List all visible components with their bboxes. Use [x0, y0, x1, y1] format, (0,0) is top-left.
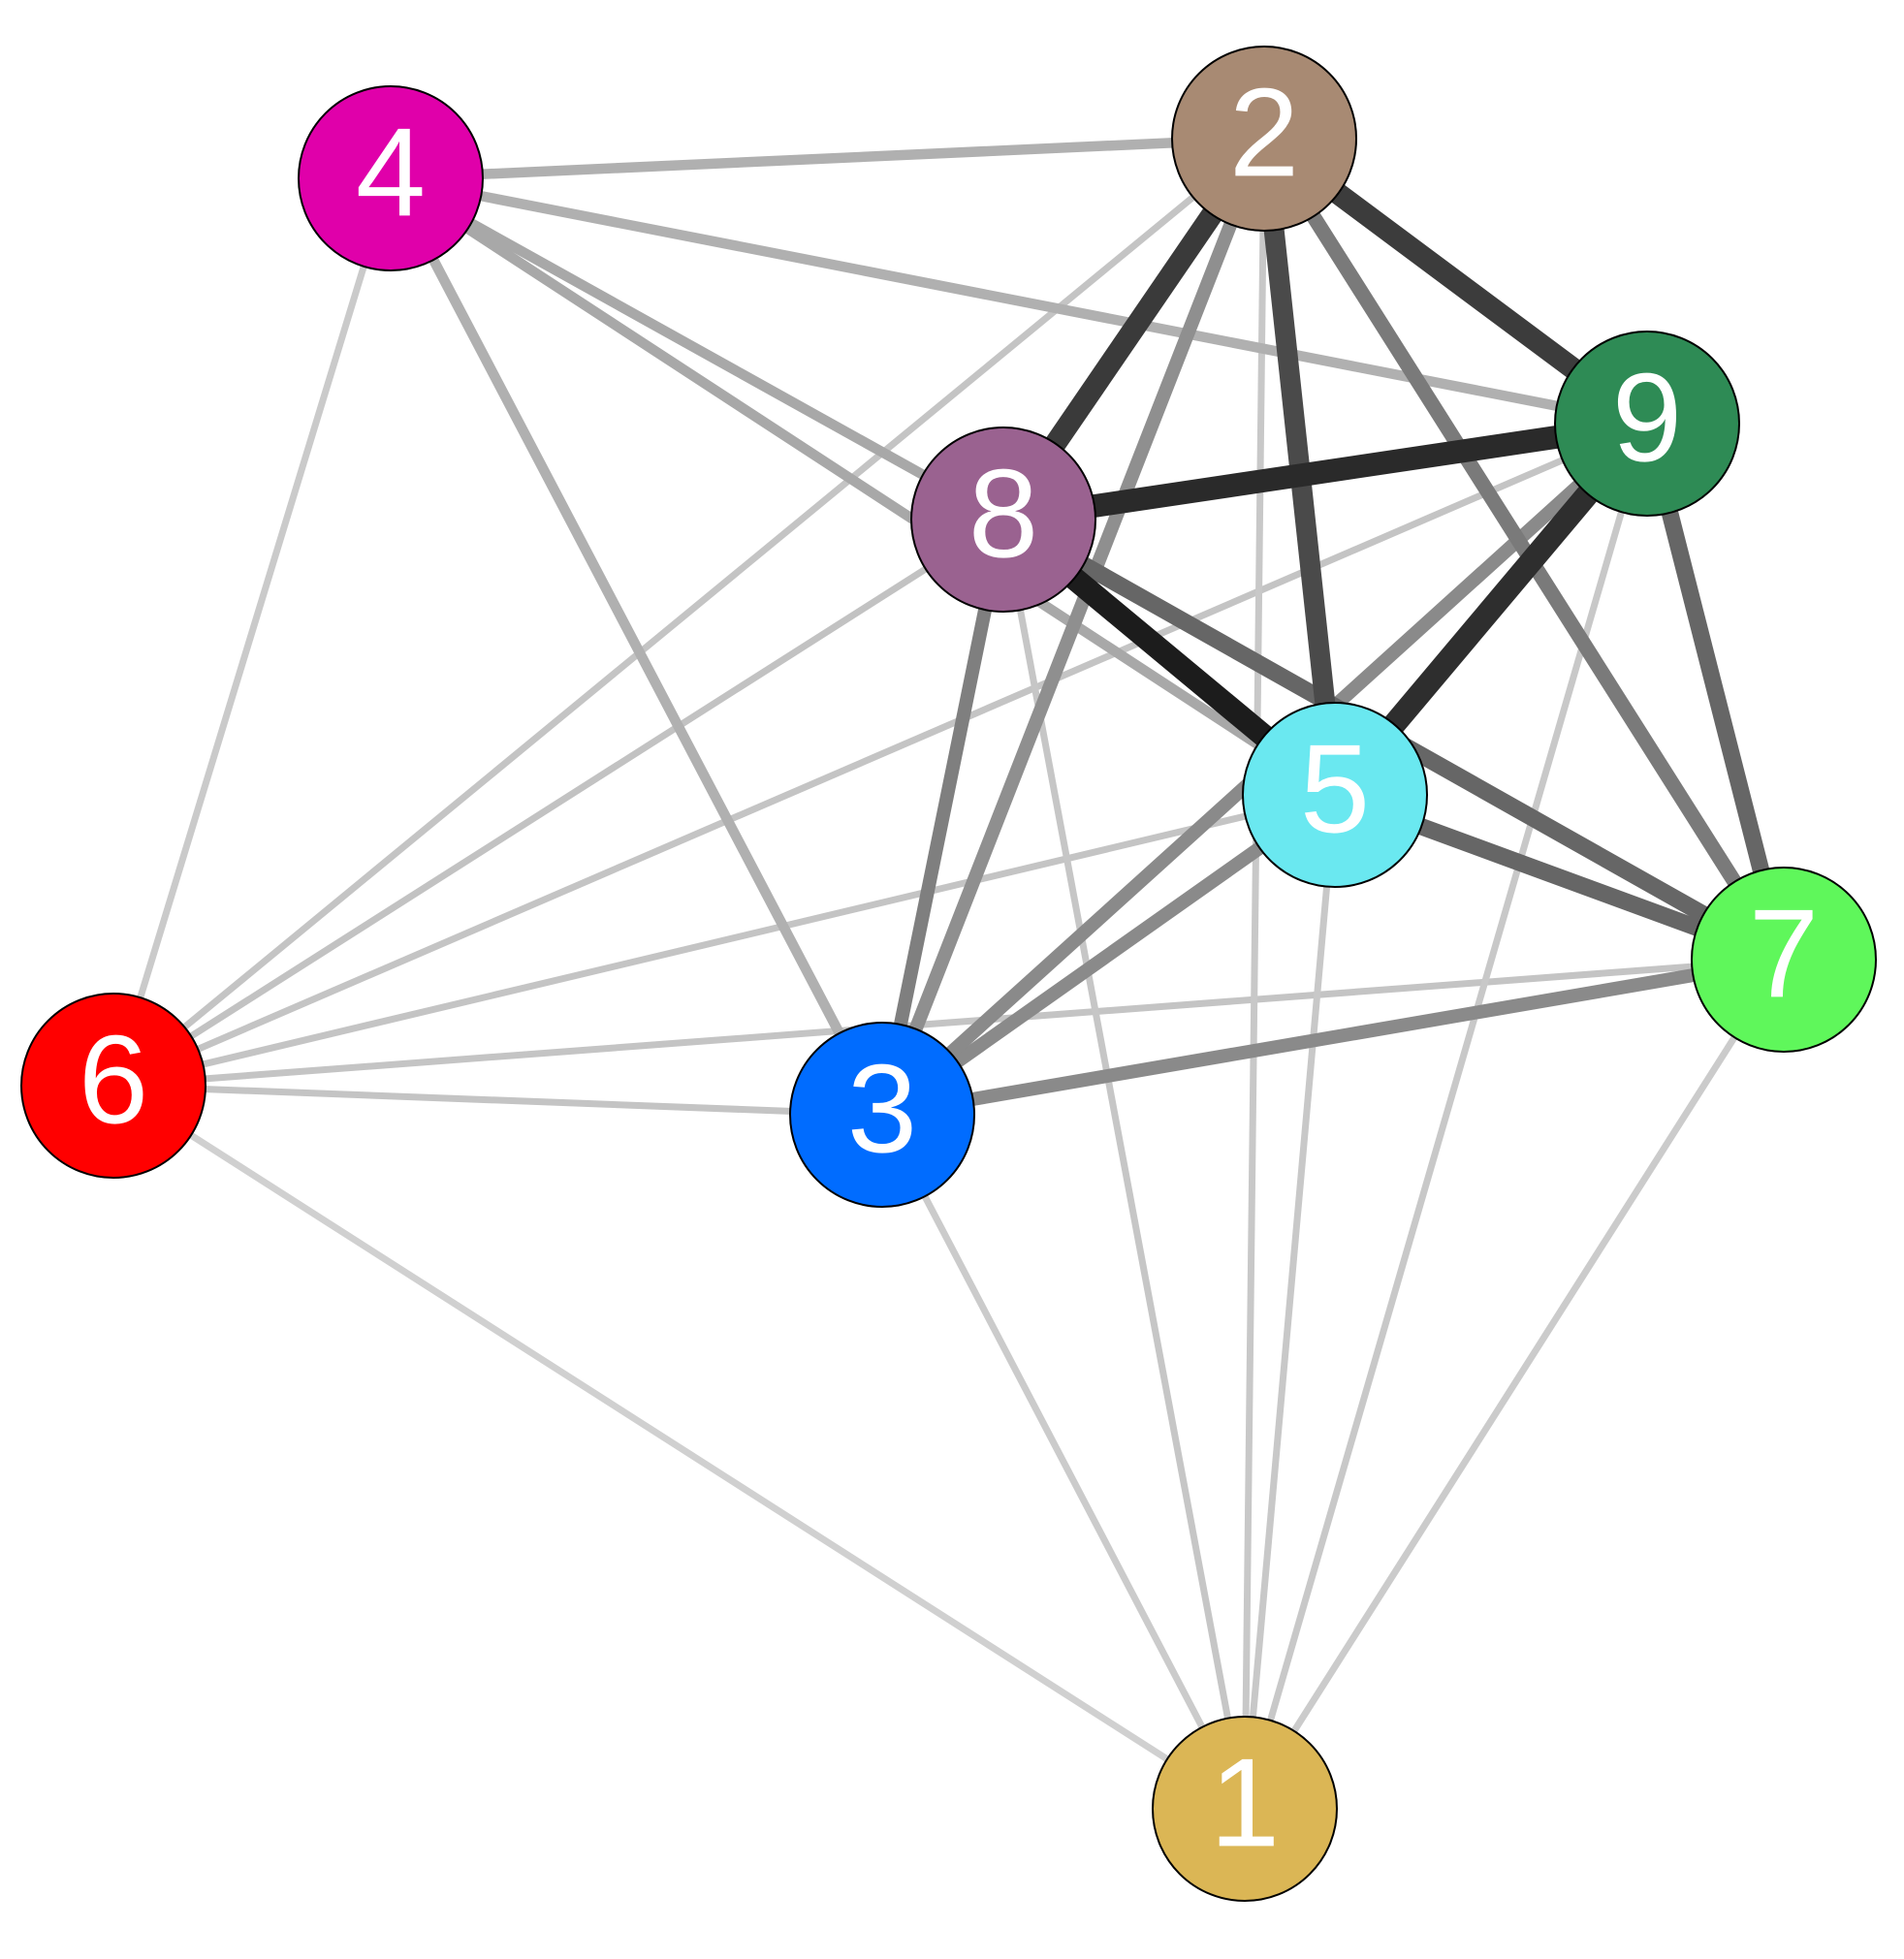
edge-3-7	[880, 953, 1786, 1122]
edge-4-9	[389, 173, 1649, 429]
edge-4-2	[390, 133, 1265, 184]
node-circle-4	[298, 85, 484, 271]
edge-4-8	[388, 174, 1006, 524]
node-1: 1	[1152, 1716, 1338, 1902]
node-label-8: 8	[968, 442, 1038, 584]
edge-layer	[110, 130, 1793, 1812]
edge-3-8	[875, 518, 1010, 1117]
node-circle-9	[1554, 331, 1740, 517]
edge-1-9	[1241, 423, 1651, 1810]
node-label-5: 5	[1300, 717, 1370, 859]
edge-6-5	[112, 791, 1336, 1090]
edge-6-1	[111, 1083, 1247, 1812]
edge-1-2	[1241, 138, 1268, 1810]
node-circle-6	[20, 993, 206, 1179]
node-circle-1	[1152, 1716, 1338, 1902]
node-label-6: 6	[79, 1008, 148, 1150]
edge-4-3	[386, 175, 887, 1118]
edge-2-7	[1257, 134, 1791, 964]
node-layer: 1 2 3 4 5 6 7 8 9	[20, 46, 1877, 1902]
node-circle-3	[789, 1022, 975, 1208]
node-label-1: 1	[1210, 1731, 1280, 1873]
edge-8-9	[1001, 412, 1649, 531]
node-label-3: 3	[847, 1037, 917, 1179]
node-label-4: 4	[356, 101, 426, 242]
edge-6-2	[111, 136, 1267, 1089]
node-9: 9	[1554, 331, 1740, 517]
edge-6-8	[111, 517, 1005, 1089]
node-label-9: 9	[1612, 346, 1682, 488]
node-circle-7	[1691, 867, 1877, 1053]
edge-6-4	[110, 176, 395, 1088]
node-2: 2	[1171, 46, 1357, 232]
node-circle-2	[1171, 46, 1357, 232]
edge-6-7	[112, 956, 1785, 1090]
node-5: 5	[1242, 702, 1428, 888]
node-7: 7	[1691, 867, 1877, 1053]
node-label-2: 2	[1229, 61, 1299, 203]
node-6: 6	[20, 993, 206, 1179]
edge-4-5	[388, 174, 1338, 800]
node-circle-5	[1242, 702, 1428, 888]
edge-1-5	[1241, 794, 1339, 1810]
edge-1-7	[1242, 958, 1787, 1811]
edge-3-2	[875, 136, 1271, 1118]
node-label-7: 7	[1749, 882, 1819, 1024]
edge-6-3	[112, 1082, 883, 1119]
edge-6-9	[111, 420, 1649, 1090]
node-8: 8	[910, 427, 1096, 613]
edge-1-3	[878, 1113, 1249, 1811]
edge-1-8	[1000, 519, 1249, 1810]
node-circle-8	[910, 427, 1096, 613]
node-4: 4	[298, 85, 484, 271]
node-3: 3	[789, 1022, 975, 1208]
